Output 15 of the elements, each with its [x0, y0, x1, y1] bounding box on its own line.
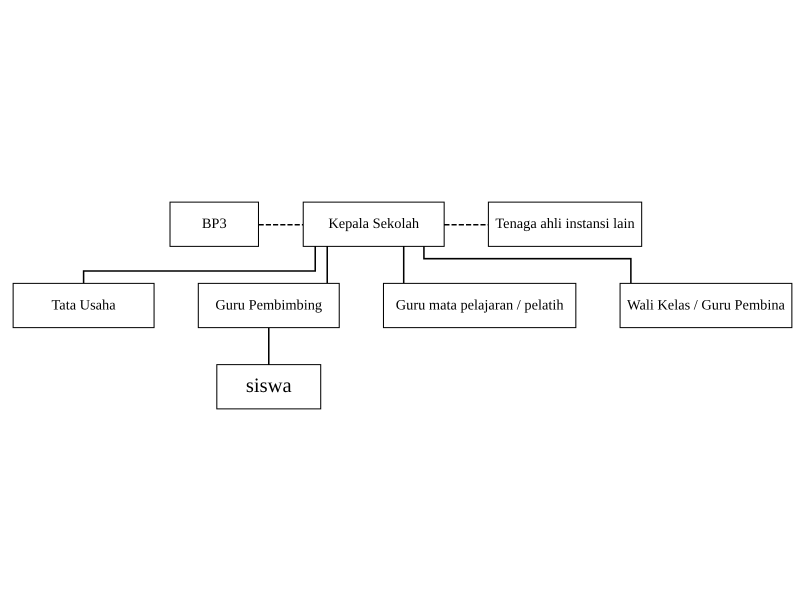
node-box: Tata Usaha — [12, 282, 155, 328]
connector — [258, 223, 304, 226]
node-box: Tenaga ahli instansi lain — [488, 201, 642, 246]
connector — [82, 246, 316, 283]
connector — [423, 246, 632, 283]
connector — [326, 246, 328, 283]
connector — [444, 223, 488, 226]
node-box: siswa — [216, 364, 322, 409]
node-box: Guru mata pelajaran / pelatih — [382, 282, 576, 328]
node-box: Guru Pembimbing — [198, 282, 340, 328]
node-box: Kepala Sekolah — [302, 201, 445, 246]
connector — [402, 246, 404, 283]
node-box: BP3 — [170, 201, 259, 246]
node-box: Wali Kelas / Guru Pembina — [620, 282, 792, 328]
connector — [268, 327, 270, 364]
